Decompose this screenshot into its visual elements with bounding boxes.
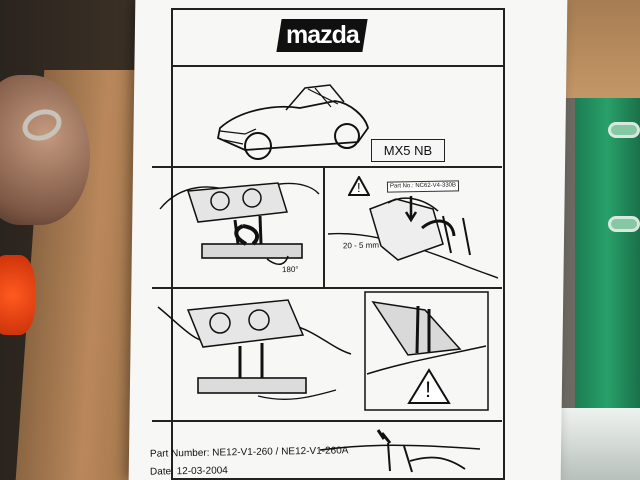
red-object [0,255,35,335]
step-five-diagram [319,429,481,473]
rotation-label: 180° [281,264,299,275]
svg-text:!: ! [357,180,361,195]
section-divider [152,287,502,289]
step-three-diagram [157,299,352,400]
step-one-diagram [159,182,320,266]
svg-text:!: ! [425,377,431,402]
step-four-diagram: ! [364,291,489,411]
car-drawing [216,84,369,160]
binder-ring-icon [608,216,640,232]
warning-icon: ! [348,176,370,196]
step-two-diagram [327,196,499,279]
model-label: MX5 NB [371,139,445,162]
gap-label: 20 - 5 mm [342,240,380,251]
panel-divider [323,167,325,288]
binder-bottom [560,408,640,480]
section-divider [152,420,502,422]
date-line: Date: 12-03-2004 [149,465,228,478]
section-divider [152,166,502,168]
sheet-frame [171,8,505,480]
brand-logo: mazda [276,19,368,52]
binder-ring-icon [608,122,640,138]
green-binder [575,98,640,410]
header-divider [172,65,504,67]
